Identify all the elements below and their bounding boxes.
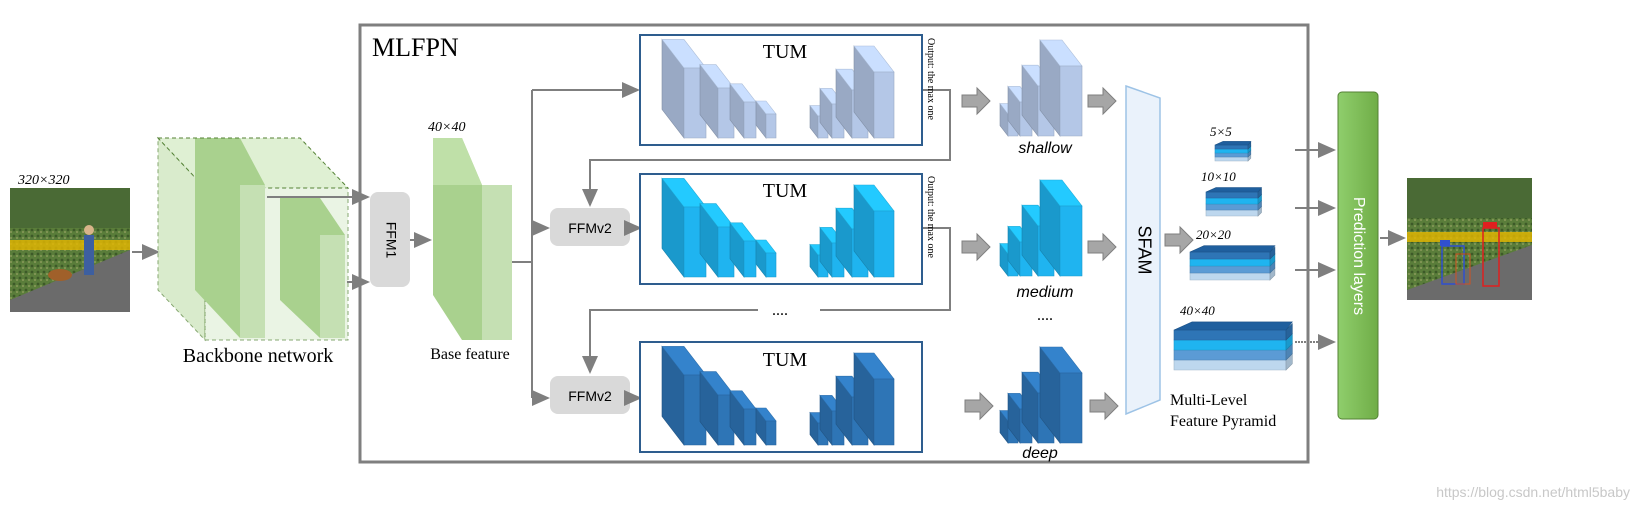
base-feature-label: Base feature [430, 346, 510, 363]
mlfpn-label: MLFPN [372, 33, 459, 62]
output-image [1407, 178, 1532, 300]
pyramid-label-line2: Feature Pyramid [1170, 413, 1276, 430]
tum-label-3: TUM [763, 349, 808, 371]
prediction-layers-label: Prediction layers [1350, 197, 1367, 315]
input-size-label: 320×320 [17, 173, 69, 188]
prediction-layers-block [1337, 91, 1379, 420]
ffm1-block [370, 192, 410, 287]
shallow-feature-stack [999, 39, 1083, 137]
base-feature-block [433, 138, 512, 340]
block-arrows [961, 86, 1194, 421]
tum-output-label-1: Output: the max one [925, 38, 936, 120]
shallow-label: shallow [1018, 140, 1073, 157]
tum-label-1: TUM [763, 41, 808, 63]
medium-label: medium [1017, 284, 1074, 301]
pyramid-size-40: 40×40 [1180, 303, 1215, 318]
backbone-label: Backbone network [183, 345, 334, 367]
ffmv2-label-2: FFMv2 [568, 388, 612, 404]
pyramid-label-line1: Multi-Level [1170, 392, 1248, 409]
tum-label-2: TUM [763, 180, 808, 202]
pyramid-size-10: 10×10 [1201, 169, 1236, 184]
ffmv2-label-1: FFMv2 [568, 220, 612, 236]
input-image [10, 188, 130, 312]
ffmv2-block-1 [550, 208, 630, 246]
sfam-label: SFAM [1134, 225, 1154, 274]
pyramid-size-5: 5×5 [1210, 124, 1232, 139]
tum-block-3 [639, 341, 923, 453]
tum-block-1 [639, 34, 923, 146]
base-size-label: 40×40 [428, 120, 465, 135]
mlfpn-frame [358, 23, 1310, 464]
ellipsis-middle: .... [772, 302, 788, 319]
tum-block-2 [639, 173, 923, 285]
tum-output-label-2: Output: the max one [925, 176, 936, 258]
deep-feature-stack [999, 346, 1083, 444]
medium-feature-stack [999, 179, 1083, 277]
ffm1-label: FFM1 [383, 222, 399, 259]
multi-level-feature-pyramid [1173, 141, 1293, 371]
deep-label: deep [1022, 445, 1058, 462]
ellipsis-right: .... [1037, 307, 1053, 324]
watermark: https://blog.csdn.net/html5baby [1436, 484, 1630, 500]
backbone-cube [156, 136, 350, 342]
sfam-block [1125, 84, 1161, 416]
pyramid-size-20: 20×20 [1196, 227, 1231, 242]
ffmv2-block-2 [550, 376, 630, 414]
